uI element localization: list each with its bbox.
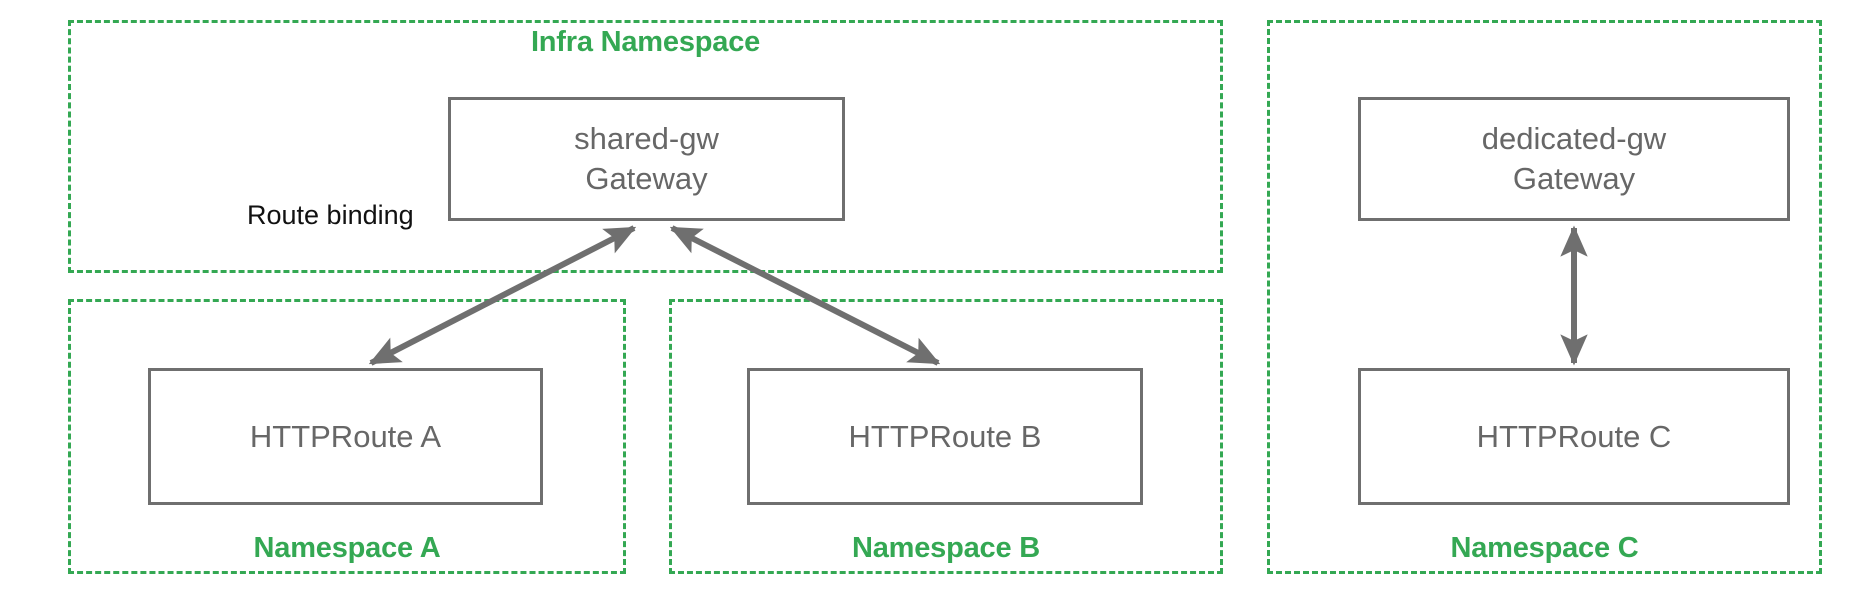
namespace-box-c <box>1267 20 1822 574</box>
namespace-label-infra: Infra Namespace <box>530 26 761 58</box>
httproute-node-b[interactable]: HTTPRoute B <box>747 368 1143 505</box>
namespace-label-c: Namespace C <box>1450 532 1639 564</box>
httproute-node-c[interactable]: HTTPRoute C <box>1358 368 1790 505</box>
namespace-box-b <box>669 299 1223 574</box>
namespace-box-a <box>68 299 626 574</box>
namespace-label-a: Namespace A <box>253 532 441 564</box>
gateway-node-dedicated-gw[interactable]: dedicated-gw Gateway <box>1358 97 1790 221</box>
gateway-node-shared-gw[interactable]: shared-gw Gateway <box>448 97 845 221</box>
edge-label-route-binding: Route binding <box>247 200 414 230</box>
namespace-label-b: Namespace B <box>851 532 1040 564</box>
httproute-node-a[interactable]: HTTPRoute A <box>148 368 543 505</box>
namespace-box-infra <box>68 20 1223 273</box>
